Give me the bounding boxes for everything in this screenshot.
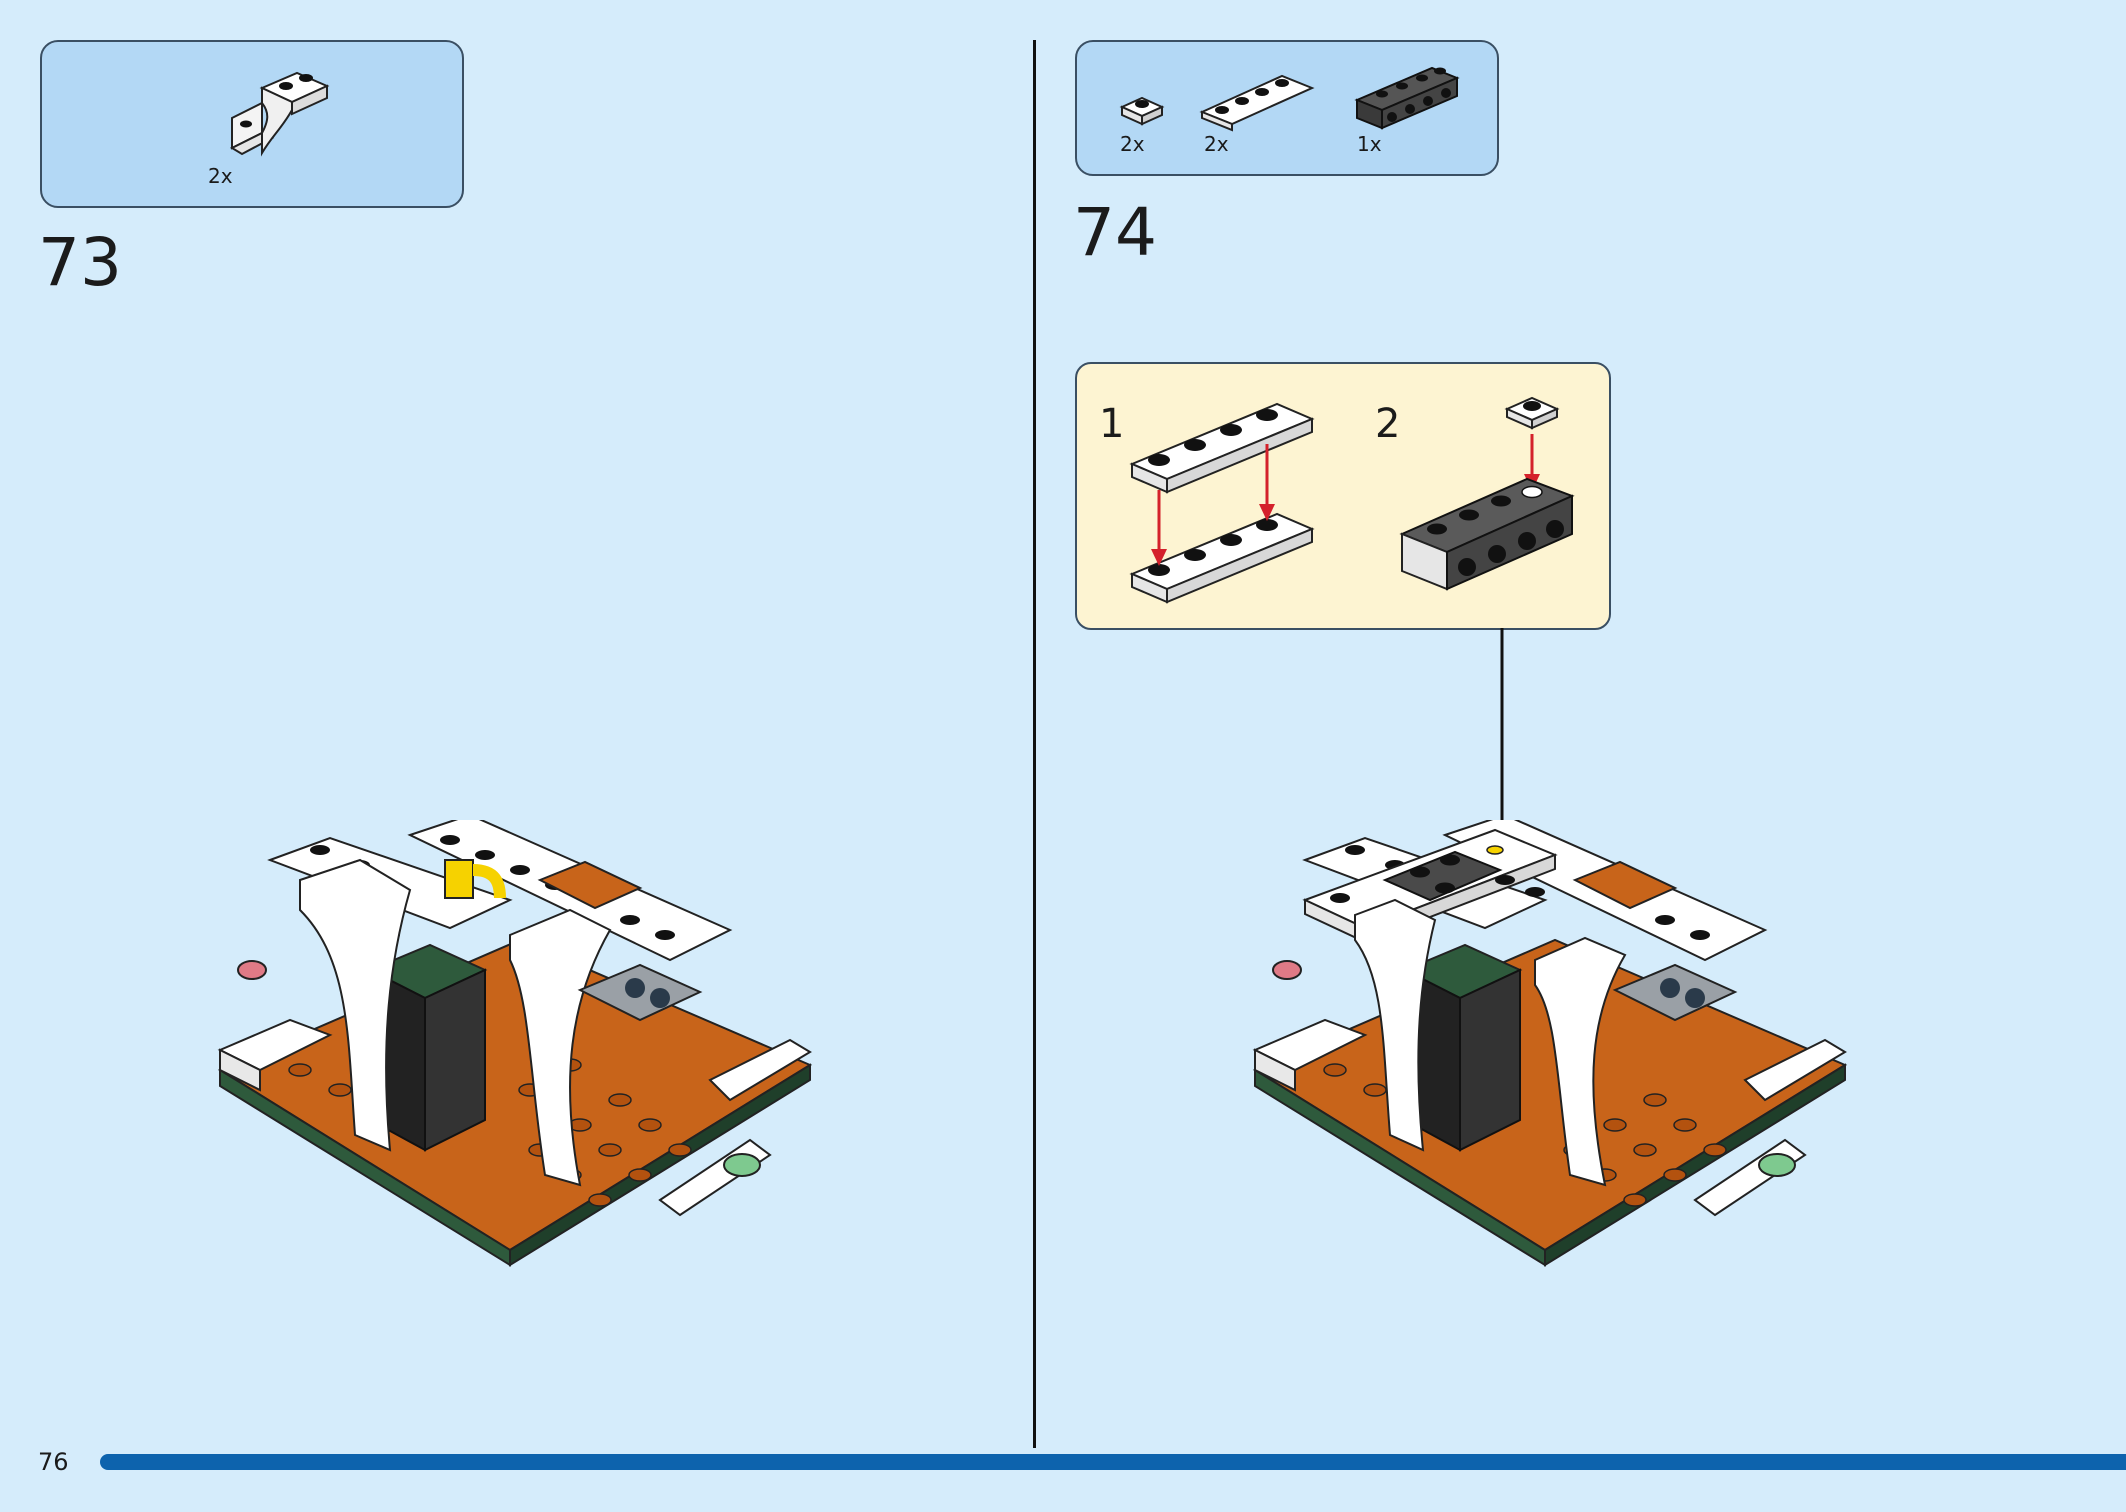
page-number: 76 — [38, 1448, 69, 1476]
substep-number-2: 2 — [1375, 401, 1401, 447]
dark-grey-bracket-icon — [1354, 66, 1460, 130]
model-step-73 — [217, 820, 813, 1267]
white-arch-brick-icon — [229, 71, 330, 157]
substep-box: 1 2 — [1075, 362, 1611, 630]
model-step-74 — [1252, 820, 1848, 1267]
part-qty: 1x — [1357, 132, 1382, 156]
progress-bar — [100, 1454, 2126, 1470]
substep-2-illustration — [1399, 396, 1575, 591]
substep-1-illustration — [1129, 402, 1315, 604]
part-qty: 2x — [208, 164, 233, 188]
step-number-73: 73 — [38, 224, 122, 301]
part-qty: 2x — [1204, 132, 1229, 156]
parts-box-step-73: 2x — [40, 40, 464, 208]
page-divider — [1033, 40, 1036, 1448]
substep-number-1: 1 — [1099, 401, 1125, 447]
step-number-74: 74 — [1073, 194, 1157, 271]
part-qty: 2x — [1120, 132, 1145, 156]
white-plate-1x1-icon — [1119, 96, 1165, 126]
parts-box-step-74: 2x 2x 1x — [1075, 40, 1499, 176]
white-plate-1x4-icon — [1199, 74, 1315, 132]
